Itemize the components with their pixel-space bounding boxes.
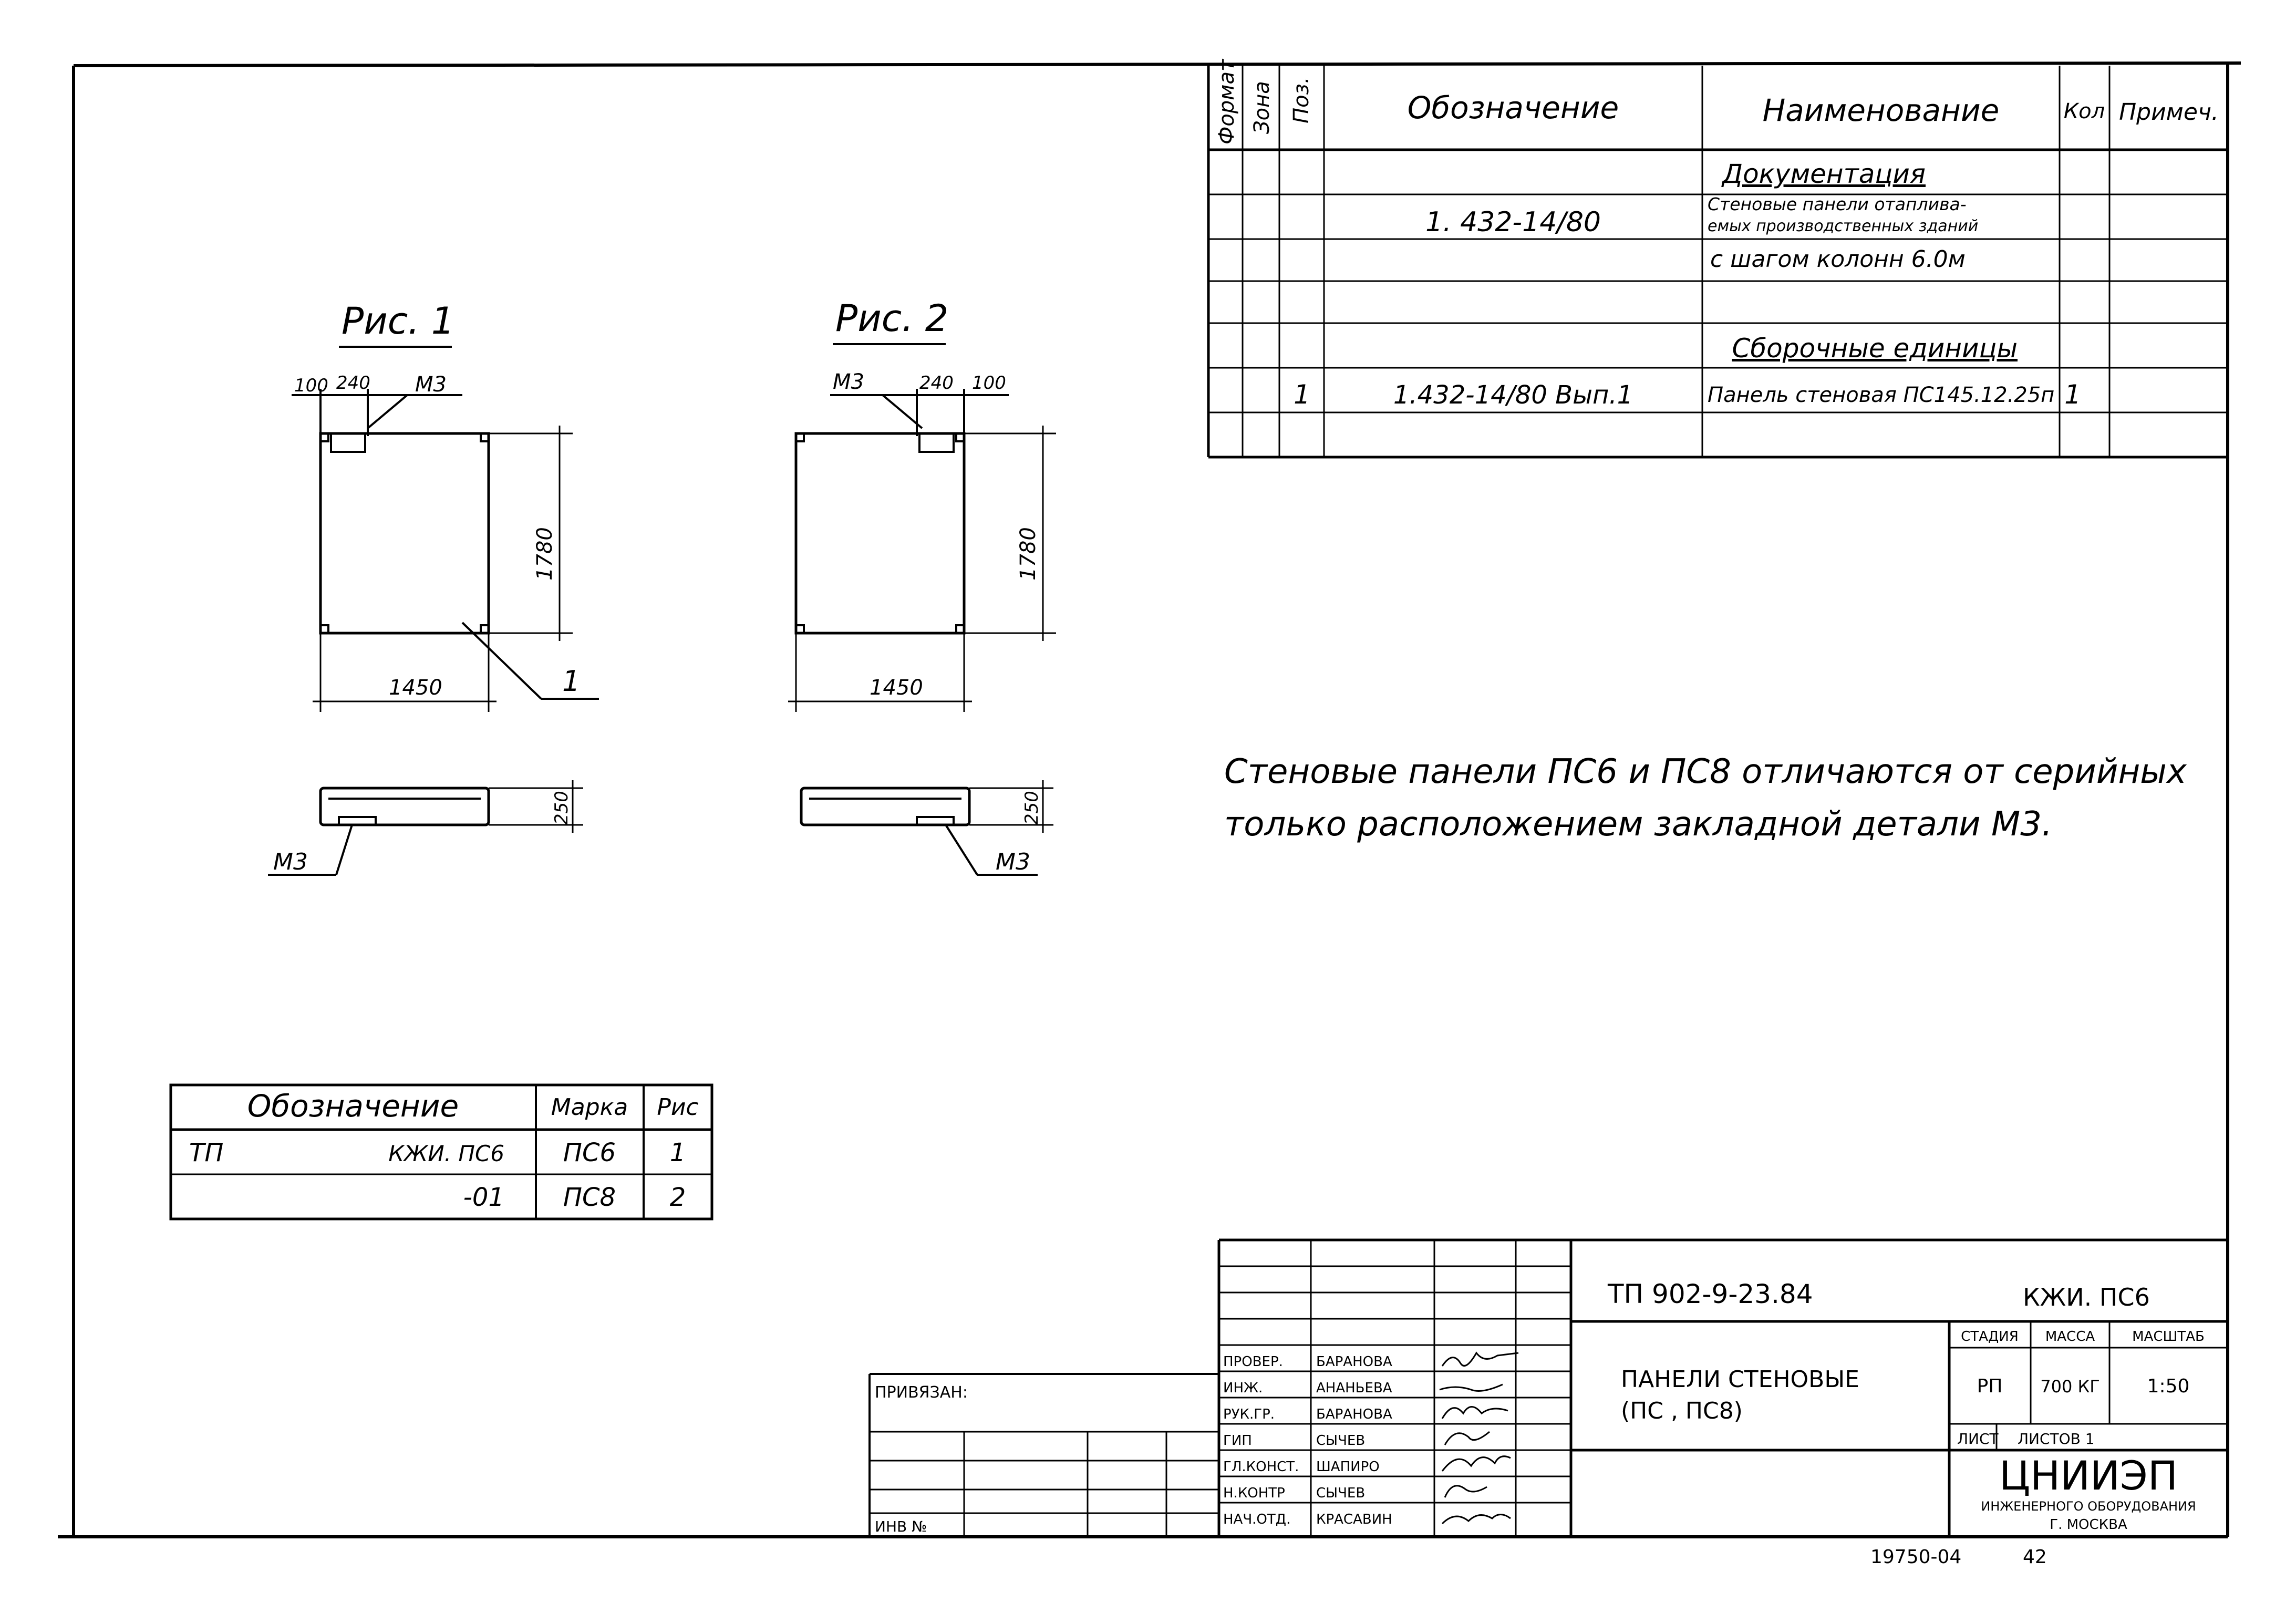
fig2-label-m3: М3 (833, 370, 864, 394)
sig-name-2: АНАНЬЕВА (1316, 1380, 1392, 1396)
doc-designation: 1. 432-14/80 (1425, 206, 1601, 238)
fig2-section-m3: М3 (996, 849, 1030, 875)
fig1-title: Рис. 1 (342, 299, 454, 343)
sig-role-1: ПРОВЕР. (1223, 1354, 1283, 1370)
doc-name-line3: с шагом колонн 6.0м (1710, 246, 1966, 273)
sig-name-4: СЫЧЕВ (1316, 1433, 1365, 1449)
sig-name-6: СЫЧЕВ (1316, 1485, 1365, 1501)
variants-row2-designation: -01 (463, 1183, 504, 1212)
scale-value: 1:50 (2147, 1376, 2190, 1397)
fig1-section-m3: М3 (273, 849, 308, 875)
org-name: ЦНИИЭП (1999, 1452, 2178, 1499)
fig2-dim-240: 240 (919, 373, 954, 394)
note-line2: только расположением закладной детали М3… (1224, 805, 2052, 844)
variants-header-fig: Рис (657, 1094, 698, 1121)
variants-row2-fig: 2 (670, 1183, 686, 1212)
fig1-dim-height: 1780 (533, 527, 557, 581)
signature-rows: ПРОВЕР. БАРАНОВА ИНЖ. АНАНЬЕВА РУК.ГР. Б… (1223, 1354, 1392, 1527)
variants-row2-mark: ПС8 (563, 1183, 616, 1212)
scale-label: МАСШТАБ (2132, 1329, 2205, 1345)
header-designation: Обозначение (1408, 90, 1619, 126)
spec-table: Формат Зона Поз. Обозначение Наименовани… (1207, 58, 2228, 459)
sheet-label: ЛИСТ (1957, 1430, 1999, 1447)
fig1-dim-100: 100 (294, 375, 328, 396)
unit-qty: 1 (2064, 379, 2081, 410)
note: Стеновые панели ПС6 и ПС8 отличаются от … (1224, 752, 2187, 844)
inv-label: ИНВ № (875, 1518, 927, 1535)
header-name: Наименование (1763, 92, 2000, 128)
org-sub2: Г. МОСКВА (2050, 1517, 2127, 1533)
sig-name-7: КРАСАВИН (1316, 1512, 1392, 1527)
header-qty: Кол (2064, 99, 2105, 123)
unit-designation: 1.432-14/80 Вып.1 (1393, 380, 1633, 410)
unit-name: Панель стеновая ПС145.12.25п (1708, 383, 2054, 407)
title-line1: ПАНЕЛИ СТЕНОВЫЕ (1621, 1366, 1859, 1393)
fig1-dim-240: 240 (336, 373, 370, 394)
frame-top (73, 61, 2241, 67)
sig-name-5: ШАПИРО (1316, 1459, 1380, 1475)
variants-row1-prefix: ТП (189, 1138, 223, 1167)
unit-pos: 1 (1294, 379, 1310, 410)
variants-row1-fig: 1 (670, 1138, 686, 1167)
variants-header-designation: Обозначение (247, 1088, 459, 1124)
figure-1: Рис. 1 100 240 М3 (268, 299, 599, 876)
figure-2: Рис. 2 М3 240 100 (788, 297, 1056, 876)
fig1-label-m3: М3 (415, 373, 447, 397)
header-format: Формат (1215, 58, 1239, 144)
sig-role-5: ГЛ.КОНСТ. (1223, 1459, 1299, 1475)
fig2-dim-width: 1450 (870, 676, 923, 700)
variants-row1-mark: ПС6 (563, 1138, 616, 1167)
variants-table: Обозначение Марка Рис ТП КЖИ. ПС6 ПС6 1 … (169, 1083, 713, 1221)
note-line1: Стеновые панели ПС6 и ПС8 отличаются от … (1224, 752, 2187, 791)
doc-name-line2: емых производственных зданий (1708, 217, 1978, 235)
title-line2: (ПС , ПС8) (1621, 1398, 1743, 1424)
linked-label: ПРИВЯЗАН: (875, 1383, 968, 1402)
sig-role-3: РУК.ГР. (1223, 1407, 1275, 1422)
page-number: 42 (2023, 1546, 2047, 1568)
sig-role-6: Н.КОНТР (1223, 1485, 1285, 1501)
doc-mark: КЖИ. ПС6 (2023, 1283, 2150, 1311)
fig2-dim-100: 100 (972, 373, 1006, 394)
fig2-dim-height: 1780 (1016, 527, 1040, 581)
fig2-title: Рис. 2 (835, 297, 948, 340)
sig-role-7: НАЧ.ОТД. (1223, 1512, 1290, 1527)
fig2-dim-thickness: 250 (1021, 791, 1042, 825)
section-documentation: Документация (1721, 159, 1926, 189)
sig-role-2: ИНЖ. (1223, 1380, 1263, 1396)
mass-value: 700 КГ (2040, 1377, 2100, 1397)
sig-name-1: БАРАНОВА (1316, 1354, 1392, 1370)
variants-row1-designation: КЖИ. ПС6 (388, 1141, 504, 1166)
stage-label: СТАДИЯ (1961, 1329, 2019, 1345)
sig-role-4: ГИП (1223, 1433, 1252, 1449)
variants-header-mark: Марка (551, 1094, 628, 1121)
header-pos: Поз. (1289, 77, 1314, 123)
stage-value: РП (1977, 1376, 2003, 1397)
header-zone: Зона (1250, 81, 1274, 134)
fig1-dim-thickness: 250 (551, 791, 572, 825)
org-sub1: ИНЖЕНЕРНОГО ОБОРУДОВАНИЯ (1981, 1499, 2196, 1514)
section-assembly-units: Сборочные единицы (1732, 333, 2018, 364)
doc-code: ТП 902-9-23.84 (1607, 1279, 1813, 1309)
mass-label: МАССА (2045, 1329, 2095, 1345)
handwritten-signatures (1439, 1351, 1519, 1525)
fig1-dim-width: 1450 (389, 676, 442, 700)
fig1-callout: 1 (562, 665, 580, 698)
header-note: Примеч. (2119, 99, 2219, 126)
sig-name-3: БАРАНОВА (1316, 1407, 1392, 1422)
archive-number: 19750-04 (1870, 1546, 1961, 1568)
title-block: ТП 902-9-23.84 КЖИ. ПС6 ПАНЕЛИ СТЕНОВЫЕ … (868, 1238, 2228, 1537)
sheets-label: ЛИСТОВ 1 (2018, 1430, 2095, 1447)
doc-name-line1: Стеновые панели отаплива- (1708, 194, 1967, 214)
